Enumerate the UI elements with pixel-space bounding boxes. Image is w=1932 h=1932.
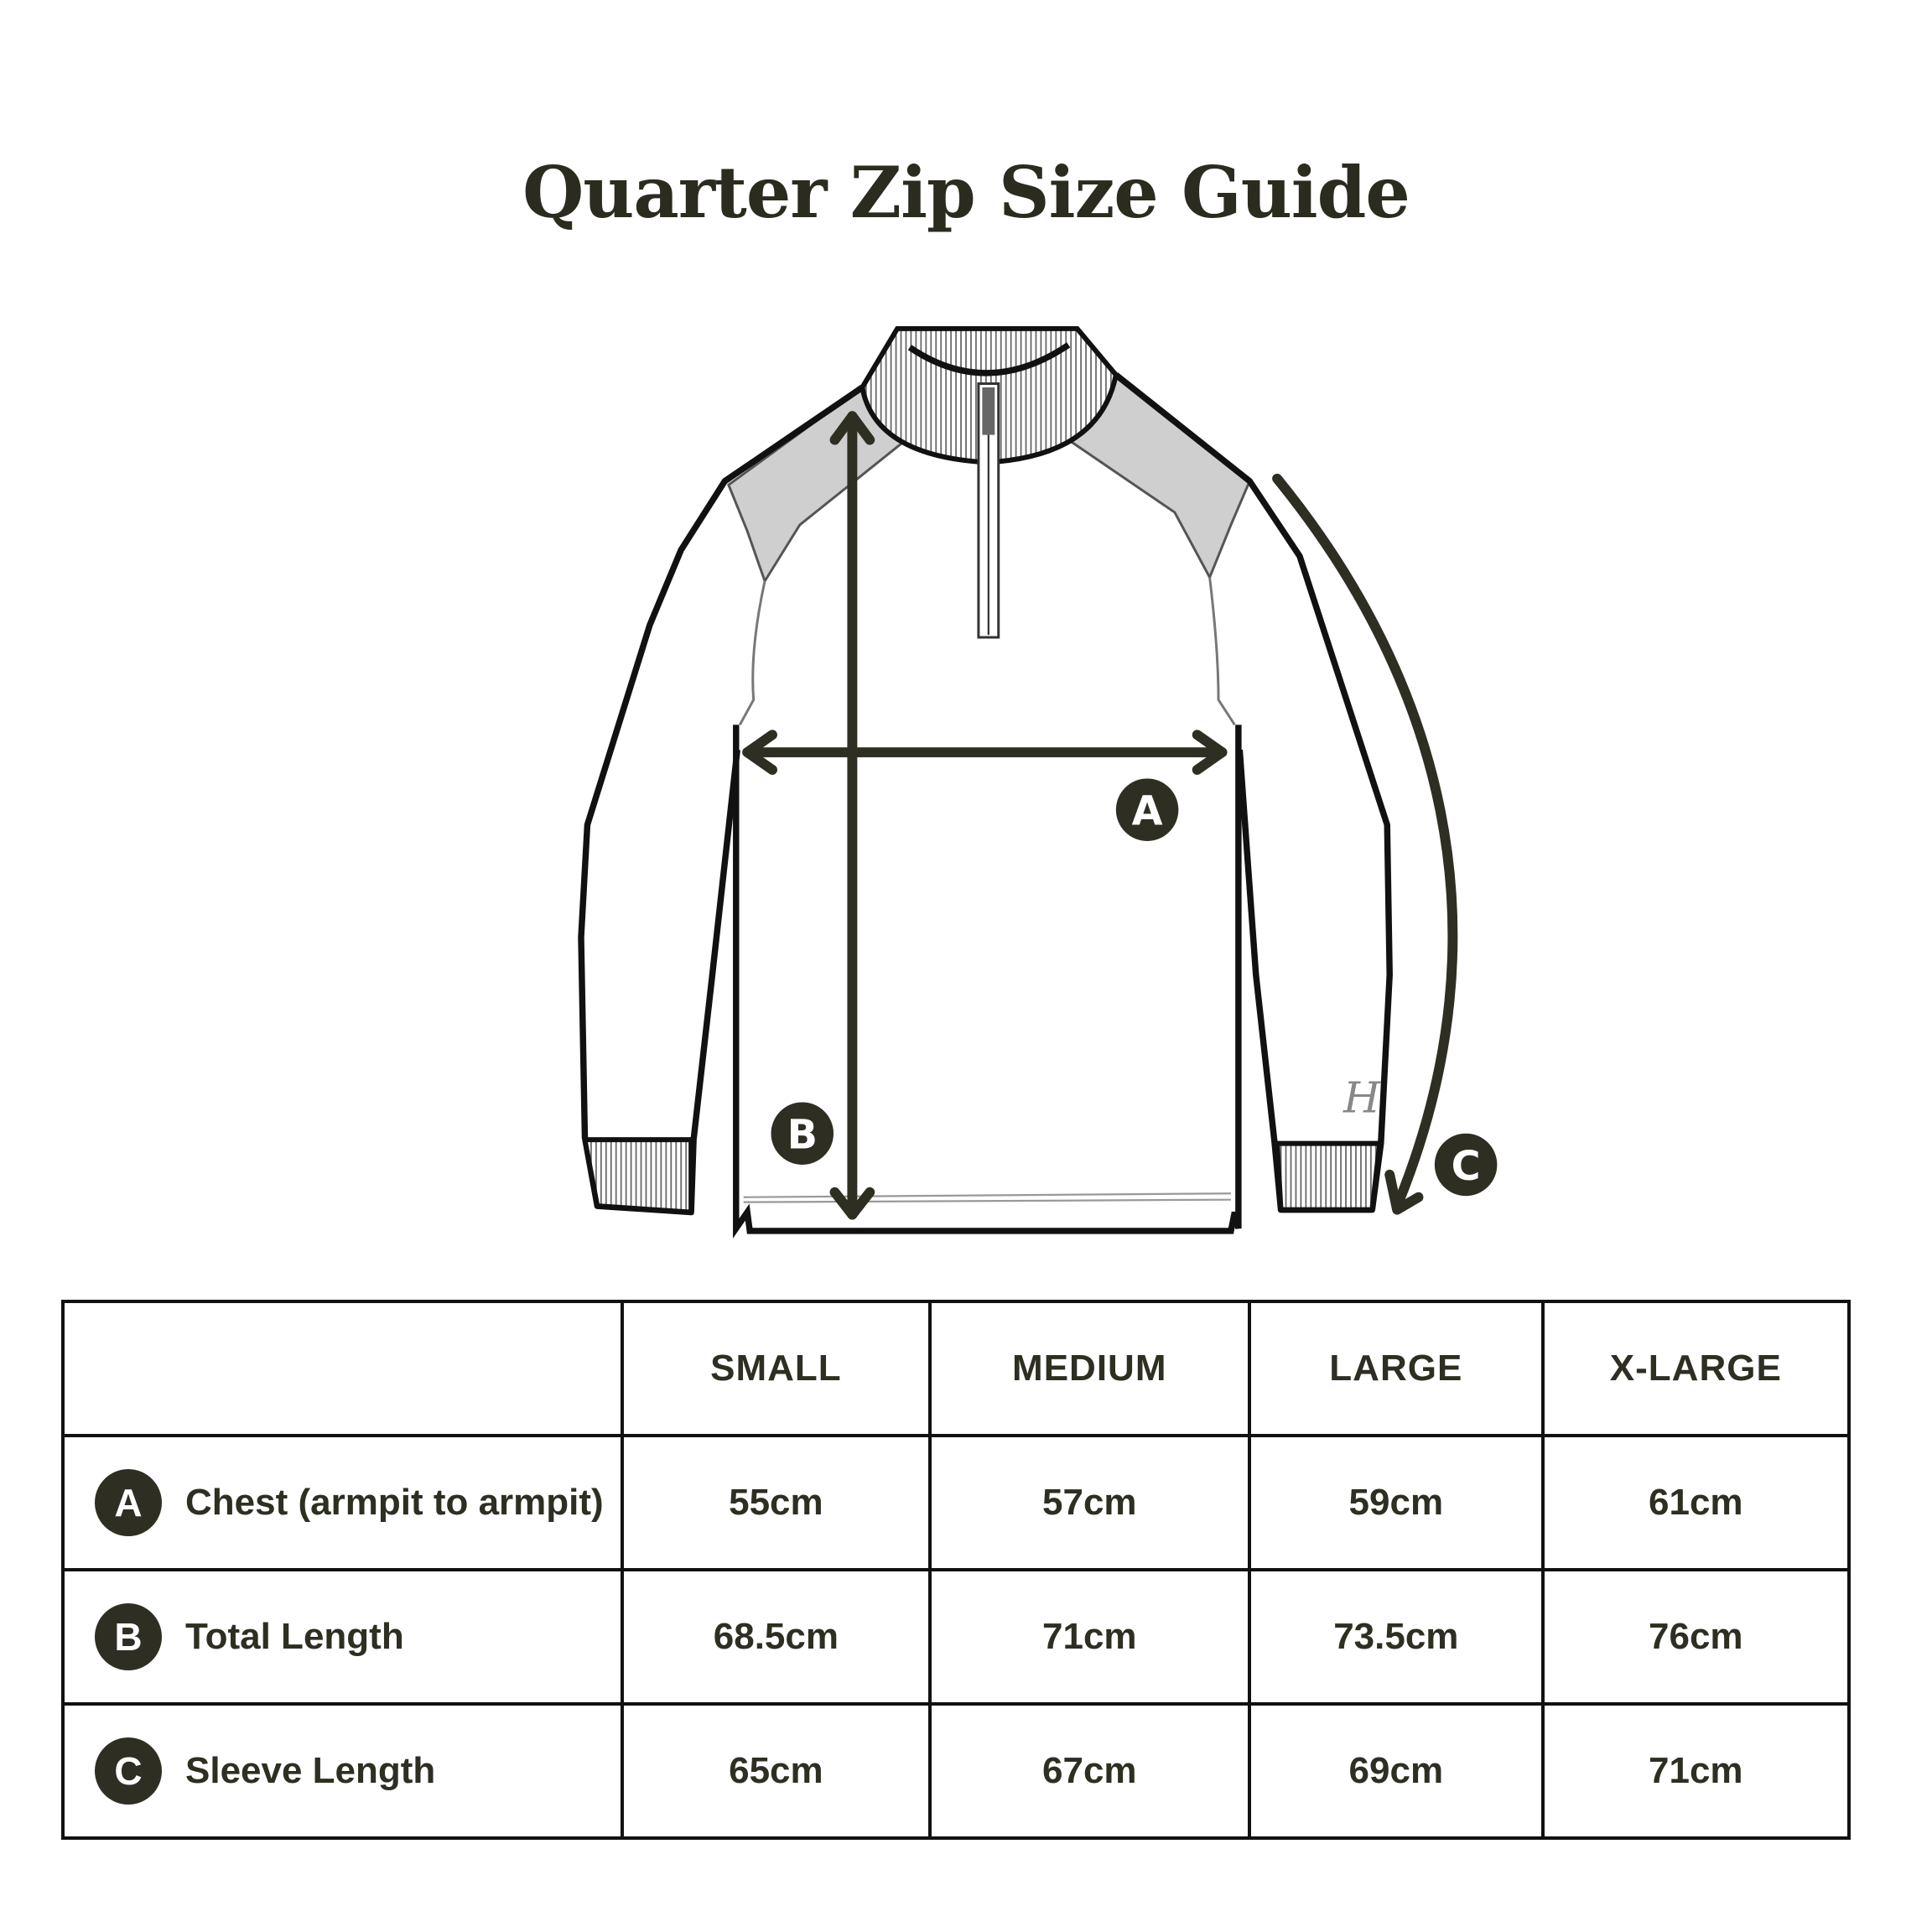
- table-row: A Chest (armpit to armpit) 55cm 57cm 59cm…: [60, 1434, 1852, 1571]
- badge-a: A: [1115, 778, 1179, 841]
- sleeve-arrow: [1272, 473, 1458, 1215]
- badge-c: C: [95, 1737, 162, 1805]
- size-table: SMALL MEDIUM LARGE X-LARGE A Chest (armpi…: [60, 1300, 1852, 1840]
- table-row: C Sleeve Length 65cm 67cm 69cm 71cm: [60, 1702, 1852, 1840]
- svg-text:C: C: [1452, 1144, 1481, 1190]
- badge-b: B: [95, 1603, 162, 1670]
- table-header: SMALL MEDIUM LARGE X-LARGE: [60, 1300, 1852, 1437]
- cell: 57cm: [927, 1434, 1252, 1571]
- cell: 67cm: [927, 1702, 1252, 1840]
- cell: 59cm: [1248, 1434, 1545, 1571]
- left-sleeve: [578, 384, 865, 1216]
- cell: 76cm: [1540, 1568, 1852, 1706]
- header-empty: [60, 1300, 625, 1437]
- table-row: B Total Length 68.5cm 71cm 73.5cm 76cm: [60, 1568, 1852, 1706]
- cell: 61cm: [1540, 1434, 1852, 1571]
- cell: 68.5cm: [621, 1568, 932, 1706]
- cell: 69cm: [1248, 1702, 1545, 1840]
- svg-text:B: B: [787, 1113, 818, 1159]
- cell: 73.5cm: [1248, 1568, 1545, 1706]
- logo-mark: H: [1343, 1072, 1381, 1122]
- badge-c: C: [1434, 1133, 1498, 1197]
- badge-b: B: [771, 1102, 834, 1165]
- row-label: Chest (armpit to armpit): [185, 1482, 604, 1523]
- badge-a: A: [95, 1469, 162, 1536]
- page-title: Quarter Zip Size Guide: [522, 151, 1410, 234]
- body: [733, 724, 1242, 1239]
- cell: 65cm: [621, 1702, 932, 1840]
- header-small: SMALL: [621, 1300, 932, 1437]
- svg-text:A: A: [1132, 789, 1163, 835]
- header-xlarge: X-LARGE: [1540, 1300, 1852, 1437]
- header-medium: MEDIUM: [927, 1300, 1252, 1437]
- garment-outline: H: [578, 325, 1393, 1239]
- cell: 55cm: [621, 1434, 932, 1571]
- right-cuff: [1274, 1140, 1383, 1213]
- length-arrow: [829, 411, 875, 1220]
- left-cuff: [581, 1137, 694, 1215]
- chest-arrow: [742, 730, 1228, 775]
- row-label: Sleeve Length: [185, 1750, 436, 1791]
- cell: 71cm: [927, 1568, 1252, 1706]
- row-label: Total Length: [185, 1616, 404, 1657]
- cell: 71cm: [1540, 1702, 1852, 1840]
- header-large: LARGE: [1248, 1300, 1545, 1437]
